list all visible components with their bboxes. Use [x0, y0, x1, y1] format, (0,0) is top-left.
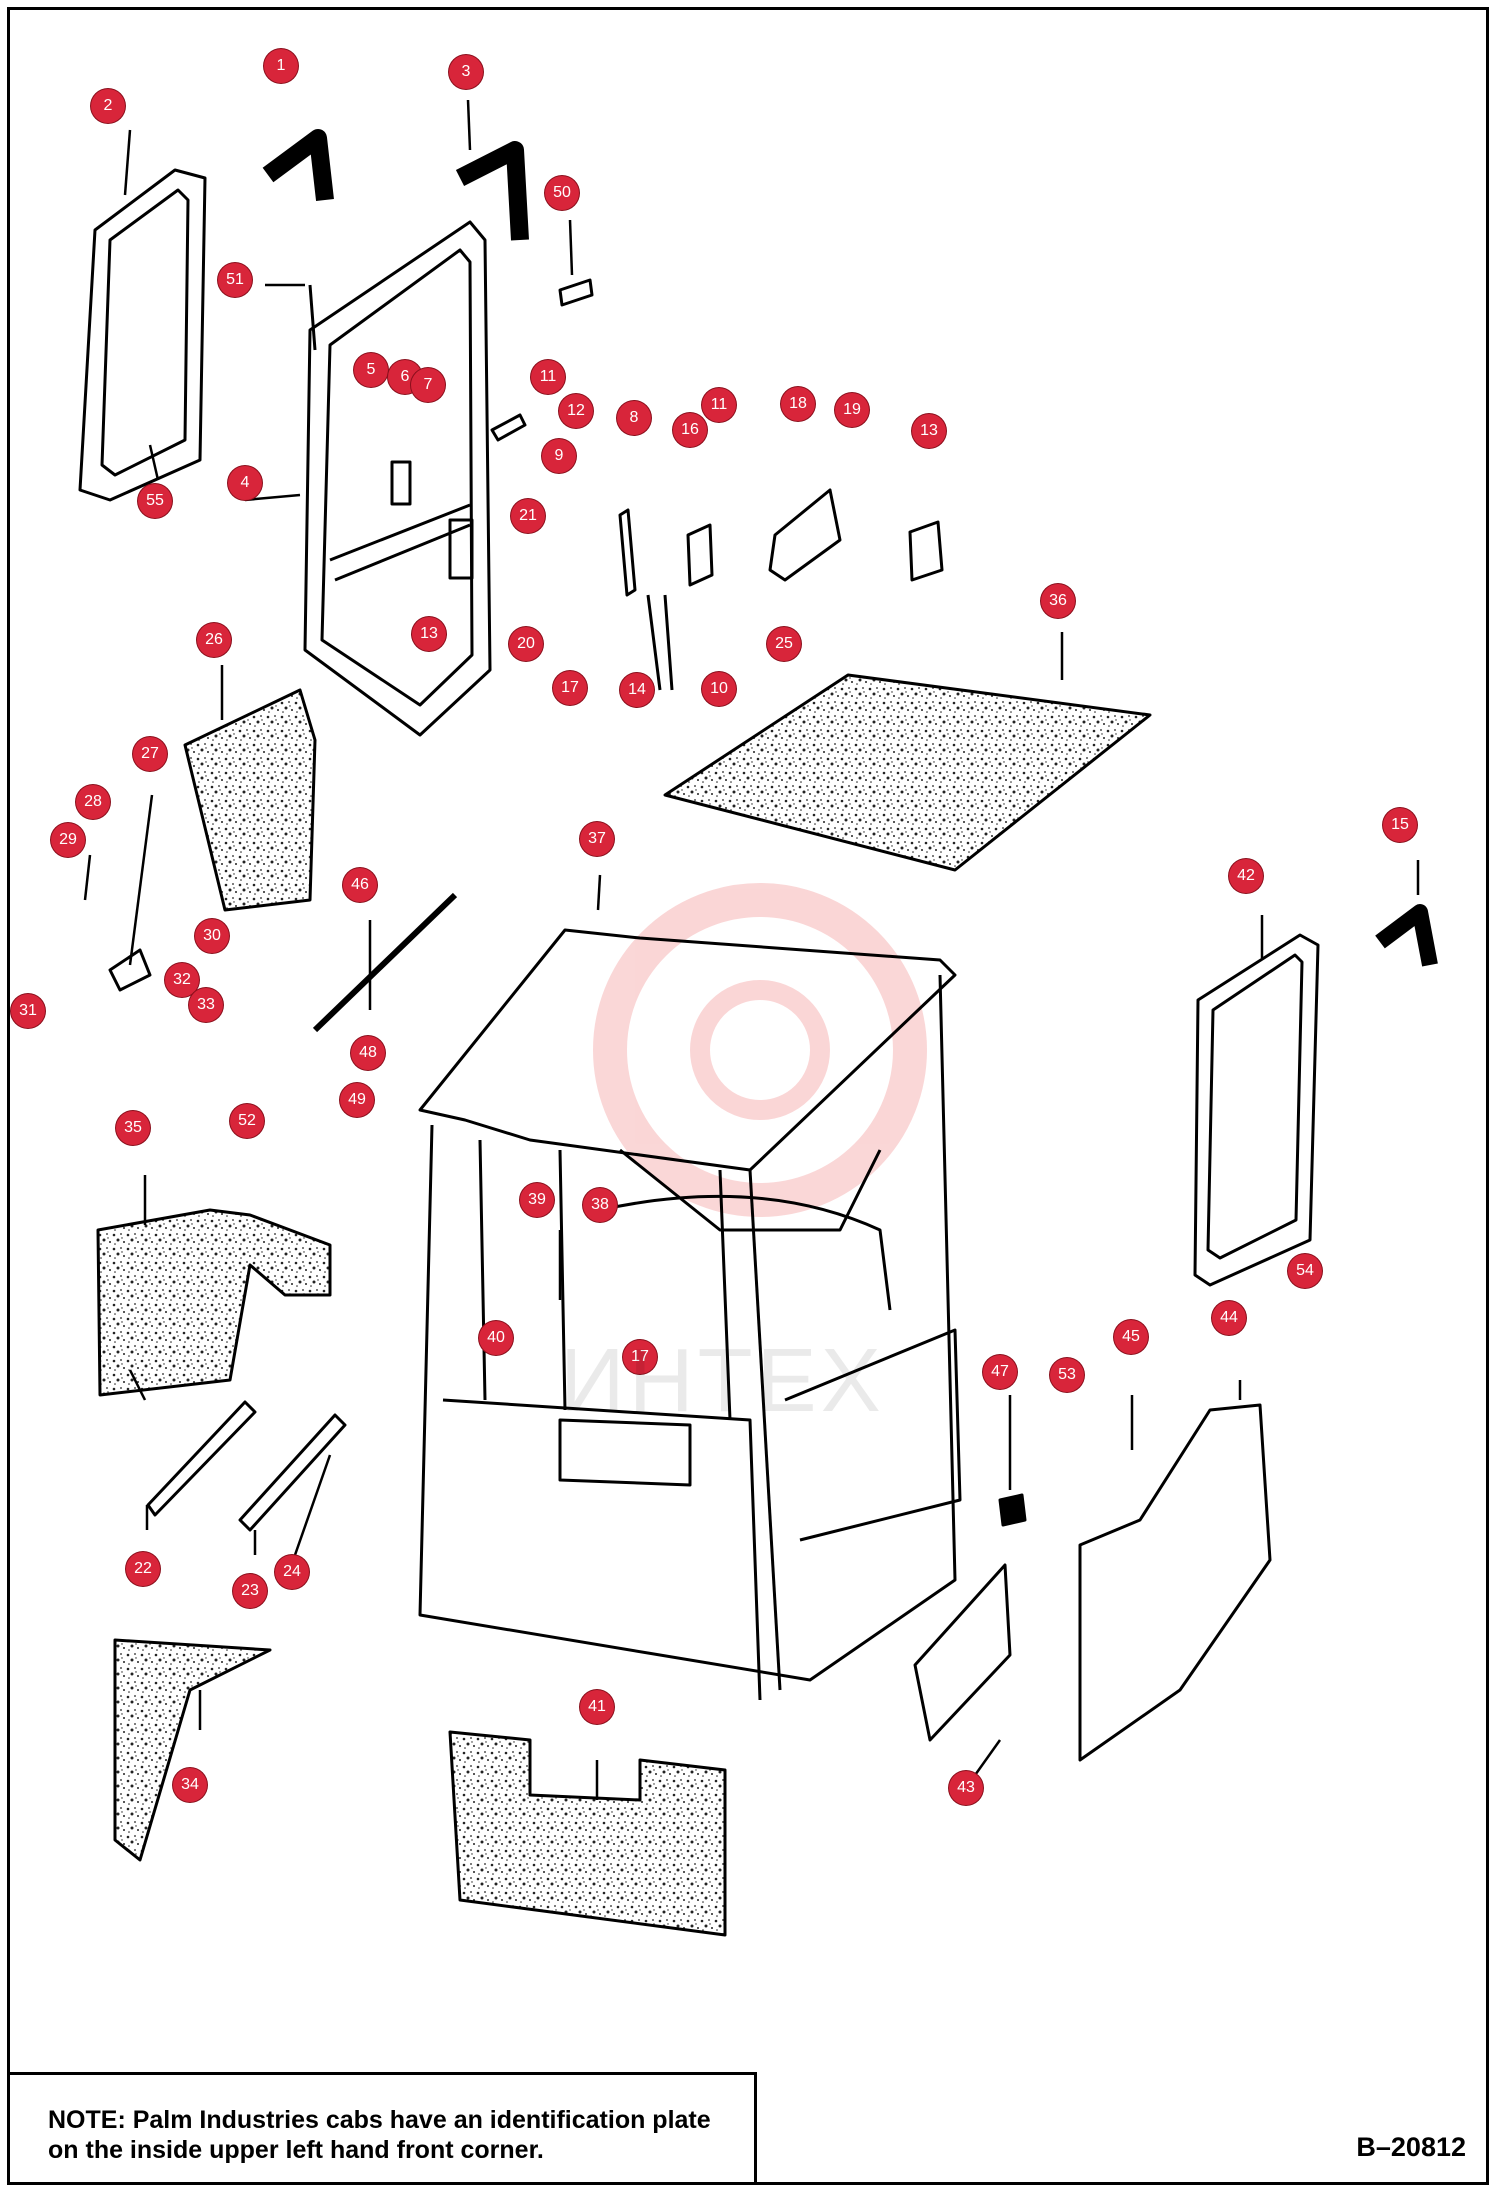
callout-51: 51	[218, 263, 252, 297]
note-line-1: NOTE: Palm Industries cabs have an ident…	[48, 2106, 711, 2134]
callout-35: 35	[116, 1111, 150, 1145]
callout-13a: 13	[912, 414, 946, 448]
rear-panel-44	[1078, 1403, 1272, 1762]
cover-13	[908, 520, 944, 582]
watermark-text: ИНТЕХ	[560, 1331, 885, 1431]
bolt-51	[308, 284, 317, 351]
rod-8	[618, 508, 637, 597]
headliner-36	[663, 673, 1152, 872]
callout-43: 43	[949, 1771, 983, 1805]
figure-number: B–20812	[1356, 2132, 1466, 2162]
panel-43	[913, 1563, 1012, 1742]
callout-12: 12	[559, 394, 593, 428]
leader-lines	[83, 99, 1420, 1800]
callout-18: 18	[781, 387, 815, 421]
panel-26	[183, 688, 317, 912]
bracket-12	[490, 413, 527, 442]
callout-32: 32	[165, 963, 199, 997]
callout-41: 41	[580, 1690, 614, 1724]
callout-22: 22	[126, 1552, 160, 1586]
panel-35	[96, 1208, 332, 1397]
callout-7: 7	[411, 368, 445, 402]
watermark-logo	[593, 883, 927, 1217]
callout-27: 27	[133, 737, 167, 771]
seal-angle-1	[262, 129, 334, 202]
callout-52: 52	[230, 1104, 264, 1138]
callout-40: 40	[479, 1321, 513, 1355]
callout-30: 30	[195, 919, 229, 953]
callout-13b: 13	[412, 617, 446, 651]
callout-2: 2	[91, 89, 125, 123]
left-window-2	[78, 168, 207, 502]
panel-34	[113, 1638, 272, 1862]
latch-16	[686, 523, 714, 587]
callout-42: 42	[1229, 859, 1263, 893]
callout-54: 54	[1288, 1254, 1322, 1288]
callout-38: 38	[583, 1188, 617, 1222]
callout-37: 37	[580, 822, 614, 856]
callout-46: 46	[343, 868, 377, 902]
spring-14	[646, 594, 674, 691]
callout-50: 50	[545, 176, 579, 210]
callout-4: 4	[228, 466, 262, 500]
seal-angle-3	[455, 141, 529, 241]
callout-24: 24	[275, 1555, 309, 1589]
id-plate-50	[558, 278, 594, 307]
callout-17b: 17	[623, 1340, 657, 1374]
callout-19: 19	[835, 393, 869, 427]
callout-3: 3	[449, 55, 483, 89]
latch-5	[390, 460, 412, 506]
callout-1: 1	[264, 49, 298, 83]
floor-mat-41	[448, 1730, 727, 1937]
callout-15: 15	[1383, 808, 1417, 842]
callout-23: 23	[233, 1574, 267, 1608]
callout-26: 26	[197, 623, 231, 657]
callout-9: 9	[542, 439, 576, 473]
callout-36: 36	[1041, 584, 1075, 618]
bracket-47	[998, 1493, 1027, 1527]
callout-5: 5	[354, 353, 388, 387]
callout-34: 34	[173, 1768, 207, 1802]
callout-31: 31	[11, 994, 45, 1028]
plate-18	[768, 488, 842, 582]
callout-10: 10	[702, 672, 736, 706]
seal-angle-15	[1375, 904, 1438, 967]
callout-25: 25	[767, 627, 801, 661]
callout-39: 39	[520, 1183, 554, 1217]
callout-11a: 11	[531, 360, 565, 394]
callout-48: 48	[351, 1036, 385, 1070]
callout-55: 55	[138, 484, 172, 518]
callout-14: 14	[620, 673, 654, 707]
callout-53: 53	[1050, 1358, 1084, 1392]
callout-11b: 11	[702, 388, 736, 422]
callout-47: 47	[983, 1355, 1017, 1389]
callout-16: 16	[673, 413, 707, 447]
callout-49: 49	[340, 1083, 374, 1117]
callout-29: 29	[51, 823, 85, 857]
note-box: NOTE: Palm Industries cabs have an ident…	[7, 2072, 757, 2185]
callout-8: 8	[617, 401, 651, 435]
callout-33: 33	[189, 988, 223, 1022]
cab-frame-37	[418, 928, 962, 1701]
callout-44: 44	[1212, 1301, 1246, 1335]
handle-13a	[448, 518, 474, 580]
note-line-2: on the inside upper left hand front corn…	[48, 2136, 544, 2164]
callout-28: 28	[76, 785, 110, 819]
rail-23	[238, 1413, 347, 1532]
callout-20: 20	[509, 627, 543, 661]
right-window-42	[1193, 933, 1320, 1287]
callout-21: 21	[511, 499, 545, 533]
callout-17a: 17	[553, 671, 587, 705]
callout-45: 45	[1114, 1320, 1148, 1354]
rail-22	[146, 1400, 257, 1517]
gas-spring-46	[312, 892, 458, 1033]
door-frame-4	[303, 220, 492, 737]
